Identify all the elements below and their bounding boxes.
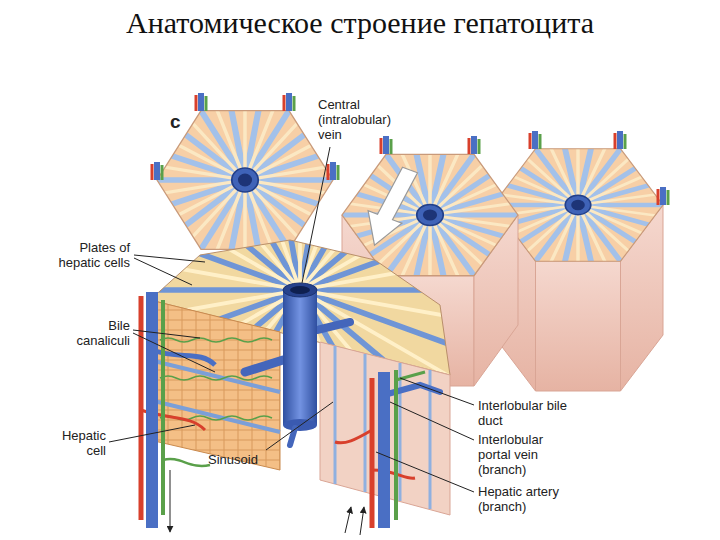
part-label: Plates of hepatic cells — [40, 240, 130, 270]
part-label: Hepatic artery (branch) — [478, 484, 583, 514]
flow-arrow — [170, 470, 171, 532]
zoom-arrow — [368, 167, 417, 245]
leader-line — [134, 258, 192, 285]
portal-triad — [284, 93, 294, 111]
central-vein-top — [283, 283, 317, 297]
page-title: Анатомическое строение гепатоцита — [0, 6, 720, 40]
flow-arrow — [345, 507, 351, 533]
flow-arrow — [360, 507, 364, 535]
leader-line — [133, 333, 215, 372]
central-vein — [283, 419, 317, 431]
leader-line — [133, 330, 200, 338]
portal-triad — [530, 131, 540, 149]
part-label: Sinusoid — [208, 452, 258, 467]
leader-line — [302, 147, 330, 283]
portal-triad — [658, 187, 668, 205]
leader-line — [134, 255, 205, 262]
vein-branch — [317, 322, 350, 330]
hepatic-artery — [139, 296, 144, 520]
panel-letter: c — [170, 114, 181, 129]
part-label: Interlobular bile duct — [478, 398, 573, 428]
hepatic-artery — [370, 378, 375, 528]
back-lobule-left — [148, 92, 342, 268]
portal-triad — [328, 162, 338, 180]
bile-duct-branch — [163, 459, 210, 466]
central-vein — [283, 290, 317, 425]
bile-canaliculus — [160, 376, 272, 380]
bile-duct-branch — [396, 372, 425, 380]
lobule-top — [148, 92, 342, 268]
leader-line — [400, 378, 474, 405]
portal-triad — [196, 93, 206, 111]
portal-vein — [146, 292, 158, 528]
bile-canaliculus — [160, 338, 272, 342]
lobule-wall — [536, 261, 621, 391]
corner-triads — [152, 93, 668, 205]
portal-triad — [615, 131, 625, 149]
bile-duct — [161, 300, 165, 515]
leader-line — [390, 402, 474, 440]
right-portal-triad — [335, 370, 440, 535]
part-label: Central (intralobular) vein — [318, 97, 413, 142]
left-portal-triad — [141, 292, 215, 532]
leader-lines — [109, 147, 474, 492]
portal-triad — [152, 162, 162, 180]
leader-line — [376, 452, 474, 492]
portal-triad — [469, 136, 479, 154]
part-label: Interlobular portal vein (branch) — [478, 432, 573, 477]
part-label: Bile canaliculi — [58, 318, 130, 348]
leader-line — [266, 402, 333, 450]
artery-branch — [335, 430, 372, 443]
vein-branch — [245, 360, 283, 372]
bile-duct — [394, 370, 398, 520]
portal-vein — [378, 372, 390, 528]
hepatic-cell-face — [150, 300, 280, 470]
part-label: Hepatic cell — [48, 428, 106, 458]
leader-line — [109, 425, 195, 442]
central-vein-lumen — [290, 286, 310, 294]
portal-triad — [381, 136, 391, 154]
